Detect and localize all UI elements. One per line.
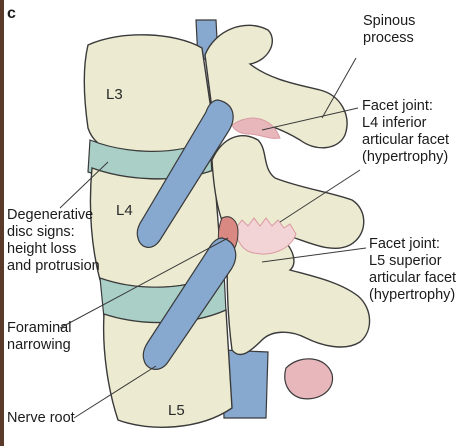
sacral-knob bbox=[285, 359, 333, 399]
left-border-strip bbox=[0, 0, 4, 446]
callout-foraminal: Foraminal narrowing bbox=[7, 320, 71, 354]
label-l5: L5 bbox=[168, 402, 185, 419]
panel-letter: c bbox=[7, 5, 16, 22]
callout-facet-l5: Facet joint: L5 superior articular facet… bbox=[369, 236, 456, 304]
label-l4: L4 bbox=[116, 202, 133, 219]
callout-spinous-process: Spinous process bbox=[363, 13, 415, 47]
callout-nerve-root: Nerve root bbox=[7, 410, 75, 427]
callout-facet-l4: Facet joint: L4 inferior articular facet… bbox=[362, 98, 449, 166]
label-l3: L3 bbox=[106, 86, 123, 103]
callout-degenerative: Degenerative disc signs: height loss and… bbox=[7, 207, 100, 275]
